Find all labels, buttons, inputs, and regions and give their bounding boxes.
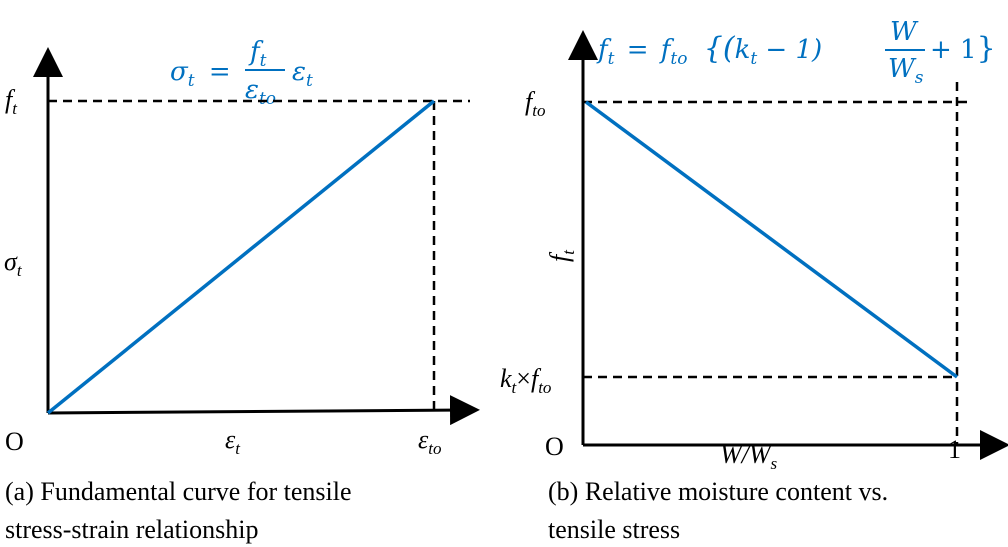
panel-b: ft = fto {(kt − 1) W Ws + 1} fto kt×fto …: [500, 17, 1008, 544]
y-tick-ft: ft: [5, 85, 18, 118]
y-label-sigma: σt: [4, 247, 23, 280]
moisture-strength-line: [584, 100, 959, 379]
equation-a: σt =: [170, 57, 231, 93]
equation-b-denominator: Ws: [888, 54, 924, 88]
y-tick-fto: fto: [525, 87, 545, 120]
equation-b-numerator: W: [890, 17, 919, 47]
stress-strain-line: [46, 99, 436, 415]
caption-a-line2: stress-strain relationship: [5, 515, 258, 544]
y-tick-kt-fto: kt×fto: [500, 364, 551, 397]
caption-b-line1: (b) Relative moisture content vs.: [548, 477, 888, 506]
y-label-ft: ft: [545, 249, 578, 262]
x-axis-a: [47, 395, 480, 426]
equation-a-denominator: εto: [245, 75, 276, 109]
x-tick-eto: εto: [418, 425, 441, 458]
equation-b-tail: + 1}: [930, 31, 996, 66]
x-label-epsilon: εt: [225, 425, 241, 458]
caption-a-line1: (a) Fundamental curve for tensile: [5, 477, 352, 506]
caption-b-line2: tensile stress: [548, 515, 680, 544]
equation-a-strain: εt: [292, 57, 313, 91]
origin-b: O: [545, 432, 564, 461]
panel-a: σt = ft εto εt ft σt O εt εto (a) Fundam…: [4, 37, 480, 544]
x-tick-one: 1: [948, 435, 961, 464]
x-label-w-ws: W/Ws: [720, 440, 778, 473]
equation-b: ft = fto {(kt − 1): [596, 31, 822, 71]
origin-a: O: [5, 427, 24, 456]
equation-a-numerator: ft: [248, 37, 267, 71]
